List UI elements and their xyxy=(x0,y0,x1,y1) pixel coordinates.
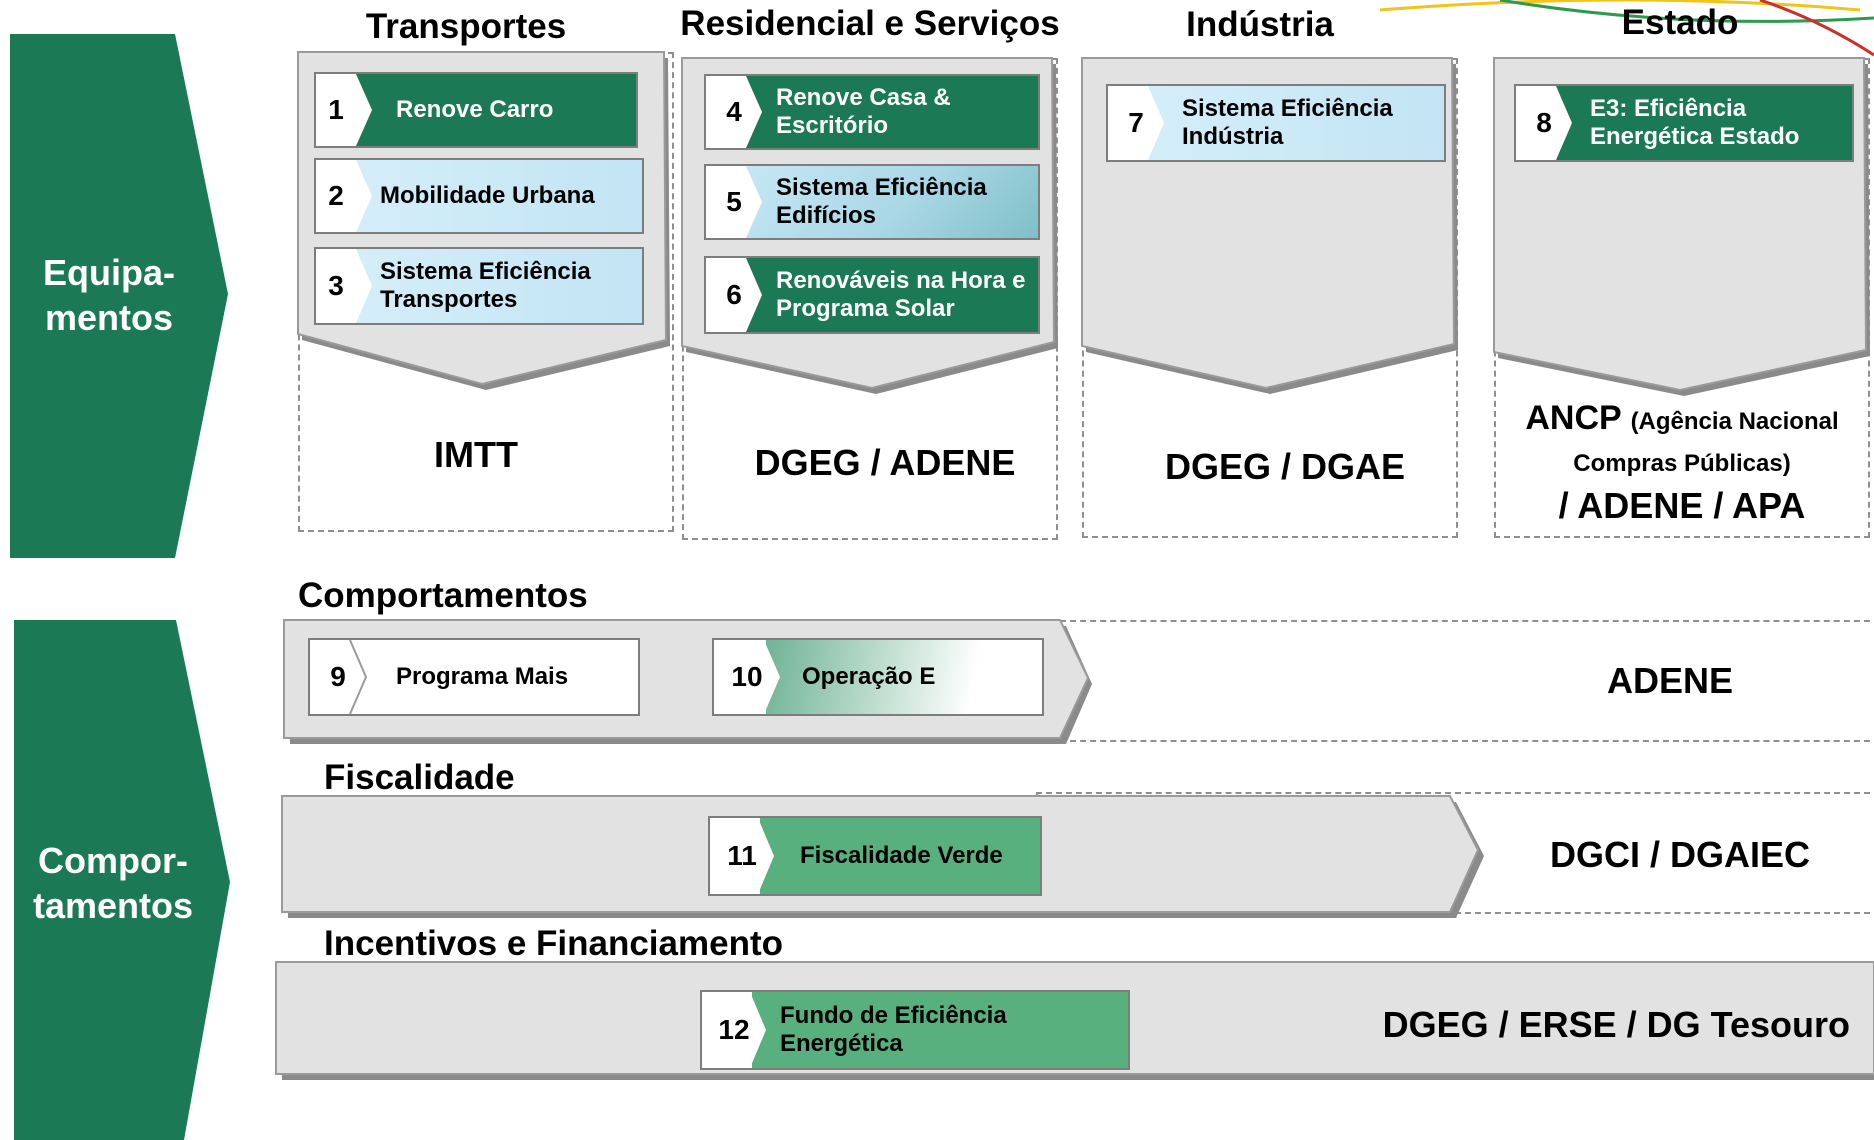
agency-industria: DGEG / DGAE xyxy=(1164,446,1406,487)
program-12-fundo-eficiencia[interactable]: 12 Fundo de Eficiência Energética xyxy=(700,990,1130,1070)
column-title-residencial: Residencial e Serviços xyxy=(680,4,1060,43)
program-12-number: 12 xyxy=(718,1014,750,1045)
program-5-number: 5 xyxy=(726,186,742,217)
program-4-label: Renove Casa & Escritório xyxy=(776,84,951,139)
program-12-label: Fundo de Eficiência Energética xyxy=(780,1002,1007,1057)
comportamentos-arrow xyxy=(14,620,230,1140)
row-title-comportamentos: Comportamentos xyxy=(298,576,588,615)
equipamentos-arrow xyxy=(10,34,228,558)
program-1-renove-carro[interactable]: 1 Renove Carro xyxy=(314,72,638,148)
equipamentos-side-label: Equipa- mentos xyxy=(43,252,175,338)
column-title-transportes: Transportes xyxy=(365,7,567,46)
program-6-label: Renováveis na Hora e Programa Solar xyxy=(776,267,1026,322)
program-9-programa-mais[interactable]: 9 Programa Mais xyxy=(308,638,640,716)
program-2-mobilidade-urbana[interactable]: 2 Mobilidade Urbana xyxy=(314,158,644,234)
program-4-renove-casa[interactable]: 4 Renove Casa & Escritório xyxy=(704,74,1040,150)
agency-transportes: IMTT xyxy=(434,434,518,475)
agency-fiscalidade: DGCI / DGAIEC xyxy=(1549,834,1810,875)
program-11-number: 11 xyxy=(727,840,757,871)
agency-estado: ANCP (Agência Nacional Compras Públicas)… xyxy=(1525,399,1839,526)
column-title-estado: Estado xyxy=(1621,3,1739,42)
decorative-arcs xyxy=(1380,0,1874,57)
program-6-renovaveis-na-hora[interactable]: 6 Renováveis na Hora e Programa Solar xyxy=(704,256,1040,334)
program-4-number: 4 xyxy=(726,96,742,127)
program-2-label: Mobilidade Urbana xyxy=(380,182,595,210)
program-11-label: Fiscalidade Verde xyxy=(800,842,1003,870)
program-8-e3-eficiencia-estado[interactable]: 8 E3: Eficiência Energética Estado xyxy=(1514,84,1854,162)
agency-comportamentos: ADENE xyxy=(1606,660,1734,701)
program-7-sistema-eficiencia-industria[interactable]: 7 Sistema Eficiência Indústria xyxy=(1106,84,1446,162)
program-10-label: Operação E xyxy=(802,663,936,691)
program-1-label: Renove Carro xyxy=(396,96,554,124)
program-8-label: E3: Eficiência Energética Estado xyxy=(1590,95,1800,150)
program-6-number: 6 xyxy=(726,279,742,310)
program-3-label: Sistema Eficiência Transportes xyxy=(380,258,591,313)
agency-residencial: DGEG / ADENE xyxy=(754,442,1016,483)
program-9-number: 9 xyxy=(330,661,346,692)
column-title-industria: Indústria xyxy=(1186,5,1334,44)
program-3-sistema-eficiencia-transportes[interactable]: 3 Sistema Eficiência Transportes xyxy=(314,247,644,325)
program-3-number: 3 xyxy=(328,270,344,301)
comportamentos-side-label: Compor- tamentos xyxy=(32,840,194,926)
program-9-label: Programa Mais xyxy=(396,663,569,691)
row-title-incentivos: Incentivos e Financiamento xyxy=(324,924,783,963)
program-5-label: Sistema Eficiência Edifícios xyxy=(776,174,987,229)
program-11-fiscalidade-verde[interactable]: 11 Fiscalidade Verde xyxy=(708,816,1042,896)
agency-incentivos: DGEG / ERSE / DG Tesouro xyxy=(1382,1004,1850,1045)
program-2-number: 2 xyxy=(328,180,344,211)
row-title-fiscalidade: Fiscalidade xyxy=(324,758,515,797)
program-7-label: Sistema Eficiência Indústria xyxy=(1182,95,1393,150)
program-1-number: 1 xyxy=(328,94,344,125)
program-10-operacao-e[interactable]: 10 Operação E xyxy=(712,638,1044,716)
program-8-number: 8 xyxy=(1536,107,1552,138)
program-10-number: 10 xyxy=(731,661,763,692)
program-5-sistema-eficiencia-edificios[interactable]: 5 Sistema Eficiência Edifícios xyxy=(704,164,1040,240)
program-7-number: 7 xyxy=(1128,107,1144,138)
